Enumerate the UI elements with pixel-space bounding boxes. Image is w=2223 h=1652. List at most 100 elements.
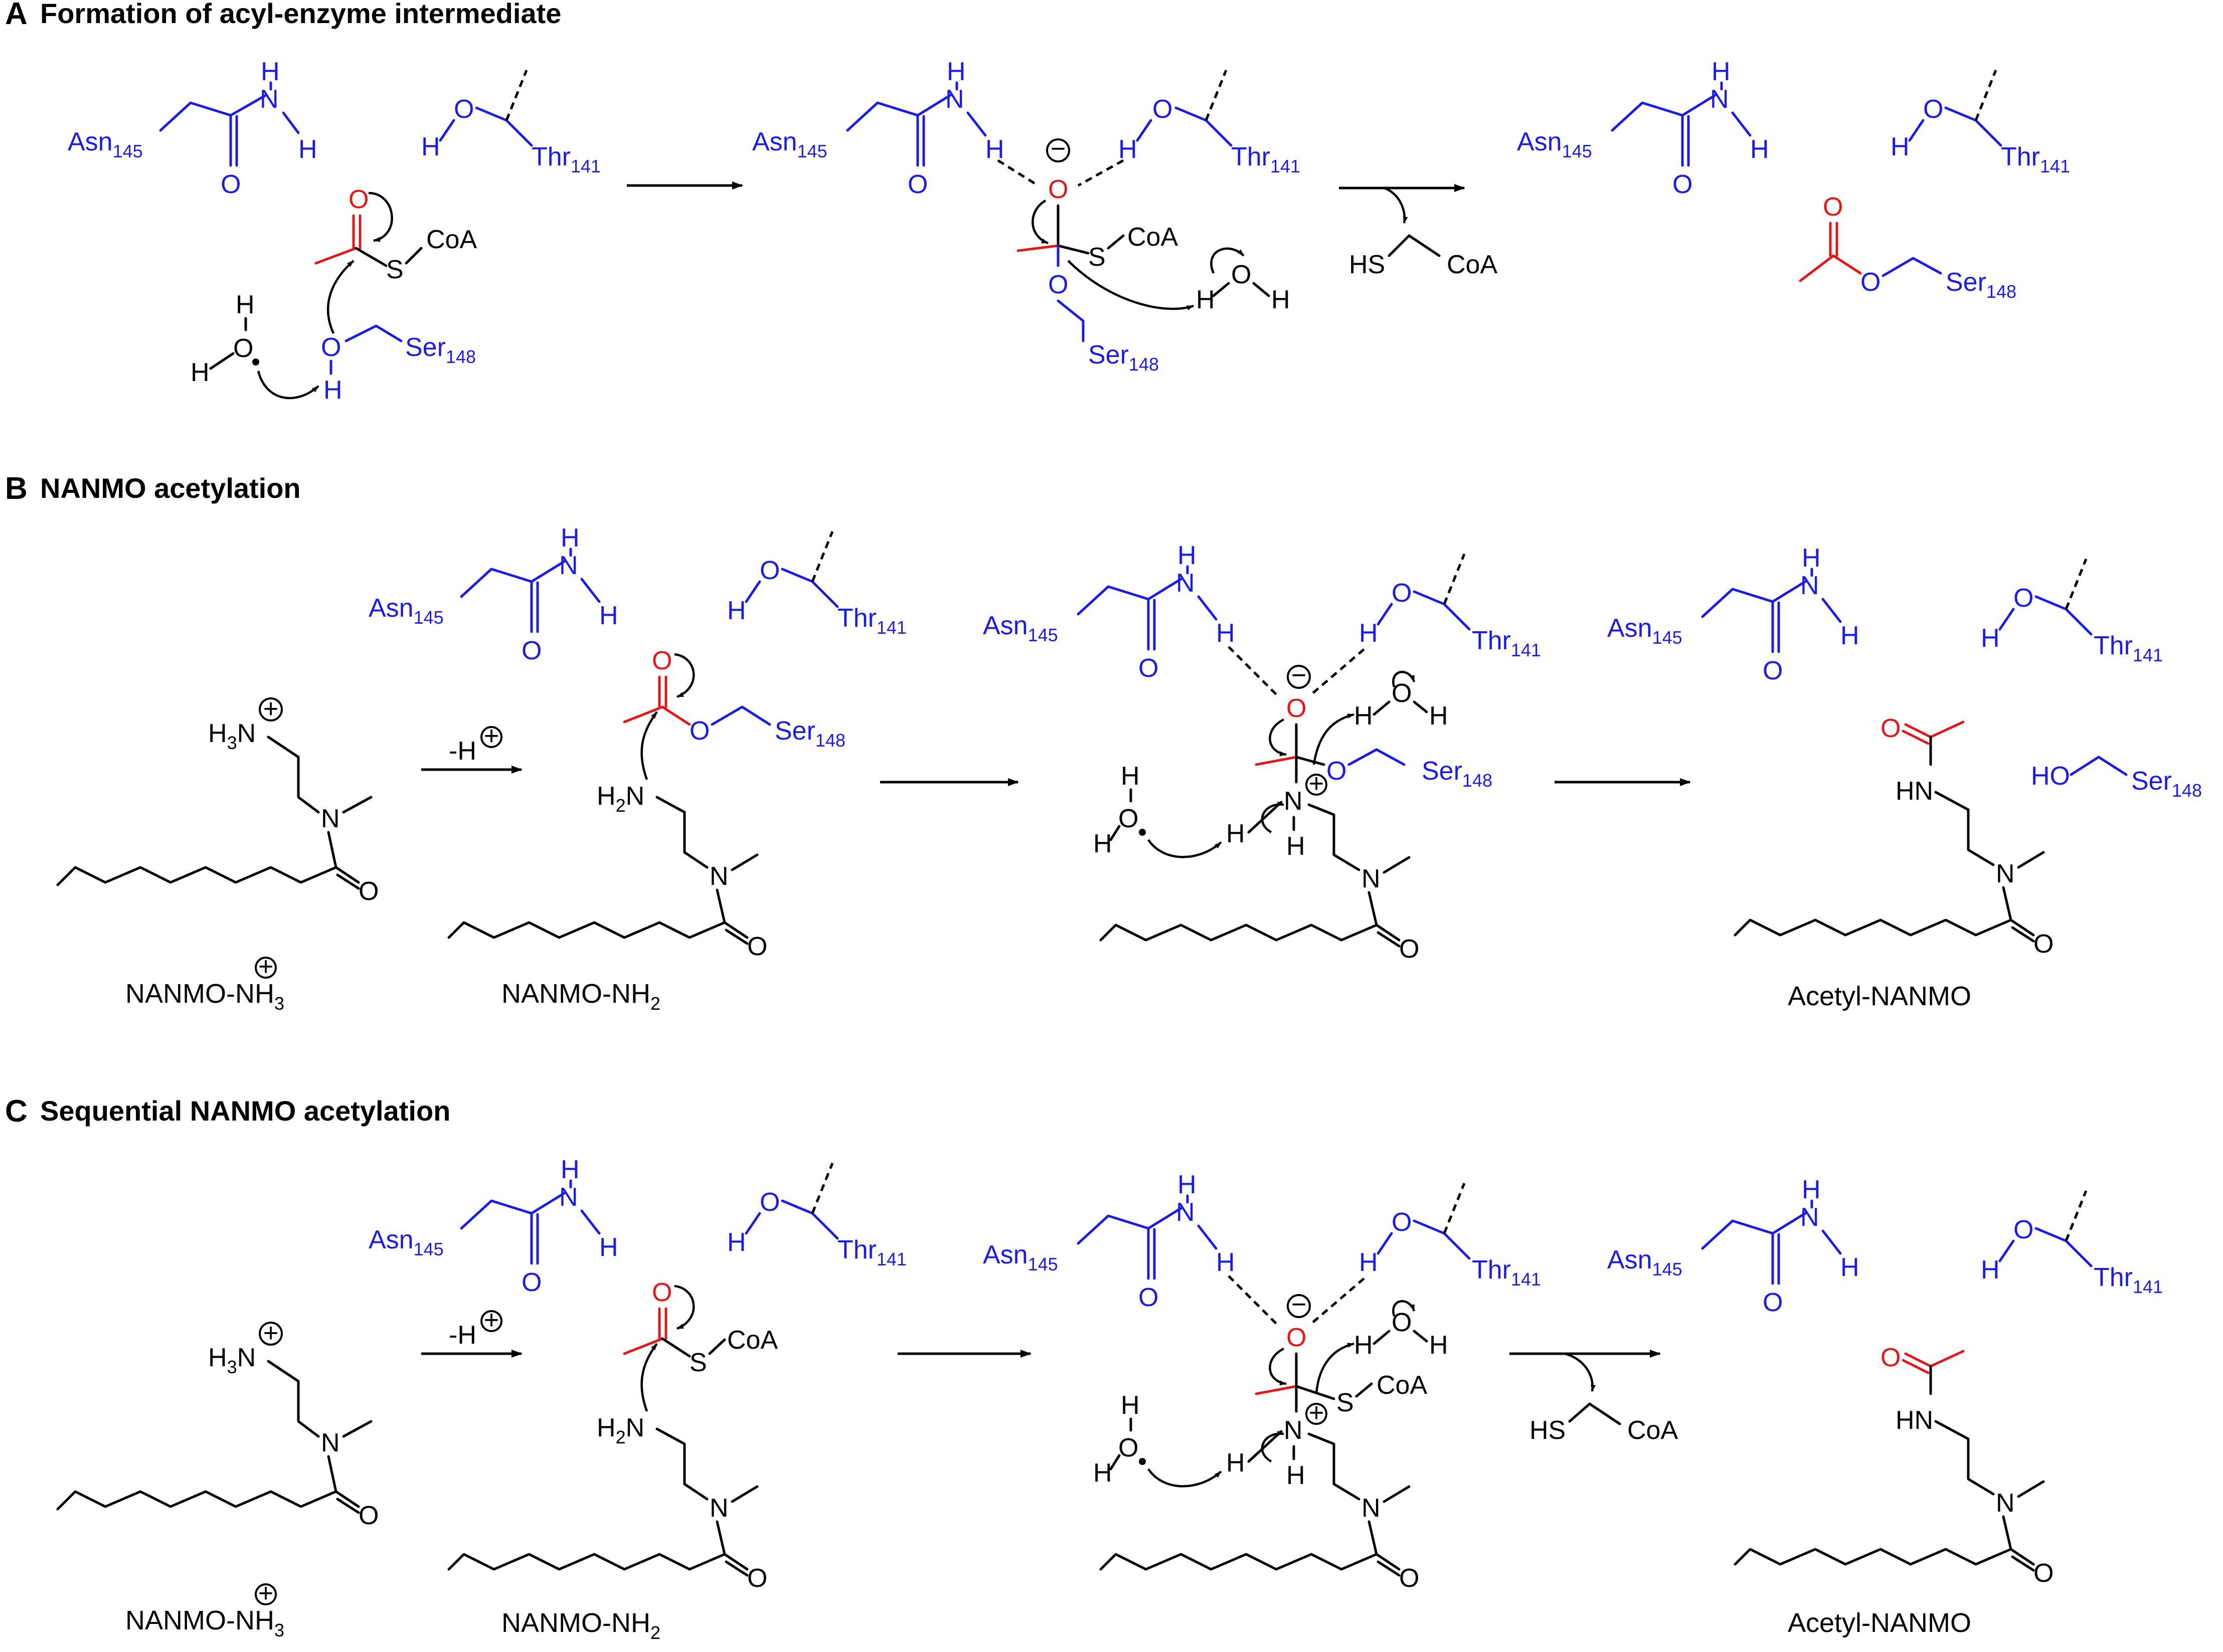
panel-a-letter: A bbox=[5, 0, 28, 31]
svg-text:CoA: CoA bbox=[1127, 223, 1178, 252]
svg-text:H: H bbox=[1121, 762, 1140, 791]
oxyanion-intermediate-c2: − O S CoA H O H + N H H N bbox=[1099, 1275, 1448, 1593]
svg-text:H: H bbox=[1429, 701, 1448, 730]
svg-text:HO: HO bbox=[2031, 762, 2070, 791]
svg-text:N: N bbox=[321, 1428, 340, 1457]
svg-text:HS: HS bbox=[1529, 1416, 1566, 1445]
svg-text:O: O bbox=[359, 877, 379, 906]
acetyl-coa-c1: O S CoA bbox=[623, 1278, 778, 1377]
svg-text:H: H bbox=[1093, 829, 1112, 858]
svg-text:O: O bbox=[1286, 1323, 1306, 1352]
svg-text:H: H bbox=[1981, 1255, 2000, 1284]
svg-text:O: O bbox=[690, 716, 710, 746]
svg-text:H: H bbox=[421, 132, 440, 161]
svg-text:N: N bbox=[1996, 1489, 2015, 1518]
asn145-residue-b1: Asn145 O N H H bbox=[369, 523, 618, 665]
svg-text:S: S bbox=[1088, 243, 1106, 272]
svg-text:+: + bbox=[484, 721, 499, 751]
thr141-residue-c1: H O Thr141 bbox=[727, 1163, 907, 1269]
svg-text:H: H bbox=[1359, 1248, 1378, 1277]
svg-text:H: H bbox=[1118, 135, 1137, 164]
svg-text:O: O bbox=[908, 170, 928, 199]
svg-text:O: O bbox=[747, 1564, 767, 1593]
svg-text:O: O bbox=[1118, 804, 1138, 833]
panel-c-letter: C bbox=[5, 1094, 28, 1129]
svg-text:CoA: CoA bbox=[1627, 1416, 1678, 1445]
svg-text:O: O bbox=[1823, 193, 1843, 222]
svg-text:O: O bbox=[652, 1278, 672, 1307]
acetyl-nanmo-label-b: Acetyl-NANMO bbox=[1788, 981, 1971, 1011]
asn145-residue-a3: Asn145 O N H H bbox=[1517, 57, 1769, 199]
svg-text:+: + bbox=[258, 1579, 273, 1608]
svg-text:Asn145: Asn145 bbox=[369, 594, 444, 628]
svg-text:H3N: H3N bbox=[208, 1343, 256, 1377]
svg-text:+: + bbox=[1309, 1398, 1324, 1427]
nanmo-nh2-label-b: NANMO-NH2 bbox=[501, 979, 660, 1014]
svg-text:+: + bbox=[484, 1306, 499, 1335]
svg-text:+: + bbox=[258, 952, 273, 981]
svg-text:H: H bbox=[1286, 832, 1305, 861]
svg-text:+: + bbox=[263, 1319, 278, 1348]
svg-text:N: N bbox=[559, 1183, 578, 1212]
svg-text:N: N bbox=[260, 85, 279, 114]
svg-text:O: O bbox=[1048, 175, 1068, 204]
svg-text:N: N bbox=[1176, 1198, 1195, 1227]
thr141-residue-a3: H O Thr141 bbox=[1891, 70, 2070, 176]
nanmo-nh3-label-c: NANMO-NH3 bbox=[125, 1605, 284, 1640]
svg-text:HN: HN bbox=[1896, 777, 1933, 806]
svg-text:O: O bbox=[454, 95, 474, 124]
svg-text:H: H bbox=[1712, 57, 1731, 86]
svg-text:S: S bbox=[386, 255, 404, 284]
thr141-residue-a1: H O Thr141 bbox=[421, 70, 601, 176]
asn145-residue-c1: Asn145 O N H H bbox=[369, 1155, 618, 1297]
svg-text:H: H bbox=[323, 376, 343, 405]
minus-charge bbox=[1046, 138, 1070, 162]
svg-text:N: N bbox=[1800, 1203, 1819, 1232]
panel-b-title: NANMO acetylation bbox=[40, 472, 301, 504]
panel-b: B NANMO acetylation + H3N N O + NANMO-NH… bbox=[5, 471, 2202, 1014]
svg-text:H: H bbox=[1216, 1248, 1235, 1277]
svg-text:CoA: CoA bbox=[1377, 1371, 1427, 1400]
svg-text:O: O bbox=[2033, 1559, 2054, 1588]
svg-text:N: N bbox=[321, 804, 340, 833]
svg-text:Thr141: Thr141 bbox=[1472, 626, 1541, 660]
svg-text:H2N: H2N bbox=[597, 782, 644, 816]
svg-text:O: O bbox=[1880, 1343, 1901, 1372]
svg-text:O: O bbox=[1152, 95, 1172, 124]
svg-text:N: N bbox=[559, 551, 578, 580]
svg-text:CoA: CoA bbox=[727, 1326, 778, 1355]
svg-text:H: H bbox=[1286, 1461, 1305, 1490]
svg-text:O: O bbox=[1326, 757, 1346, 786]
thr141-residue-a2: H O Thr141 bbox=[1118, 70, 1300, 176]
svg-text:S: S bbox=[1336, 1388, 1354, 1417]
svg-text:O: O bbox=[349, 185, 369, 214]
svg-text:N: N bbox=[1800, 571, 1819, 600]
thr141-residue-b3: H O Thr141 bbox=[1981, 559, 2163, 665]
svg-text:Asn145: Asn145 bbox=[369, 1225, 444, 1259]
svg-text:CoA: CoA bbox=[1447, 250, 1497, 279]
svg-text:H: H bbox=[1802, 543, 1821, 573]
svg-text:O: O bbox=[359, 1501, 379, 1530]
oxyanion-intermediate-b2: − O O Ser148 H O H + N H H bbox=[1099, 646, 1492, 964]
svg-text:O: O bbox=[522, 1268, 542, 1297]
svg-text:O: O bbox=[1763, 656, 1783, 685]
svg-text:−: − bbox=[1291, 1290, 1306, 1319]
svg-text:O: O bbox=[1923, 95, 1943, 124]
svg-text:H: H bbox=[1891, 132, 1910, 161]
svg-text:O: O bbox=[1138, 1283, 1158, 1312]
svg-text:H: H bbox=[191, 358, 210, 387]
svg-text:H: H bbox=[1271, 285, 1290, 314]
svg-text:+: + bbox=[1309, 769, 1324, 798]
coa-sh-a: HS CoA bbox=[1349, 234, 1497, 279]
svg-text:H: H bbox=[561, 523, 580, 553]
asn145-residue-c2: Asn145 O N H H bbox=[983, 1170, 1235, 1312]
svg-text:O: O bbox=[1392, 679, 1412, 708]
svg-text:H: H bbox=[727, 596, 746, 625]
svg-text:Thr141: Thr141 bbox=[2094, 631, 2163, 665]
svg-text:H: H bbox=[298, 135, 317, 164]
water-c2: H O H bbox=[1093, 1391, 1222, 1488]
svg-text:O: O bbox=[1048, 270, 1068, 299]
svg-text:H: H bbox=[985, 135, 1004, 164]
ser148-residue-a1: O Ser148 H bbox=[321, 260, 476, 405]
